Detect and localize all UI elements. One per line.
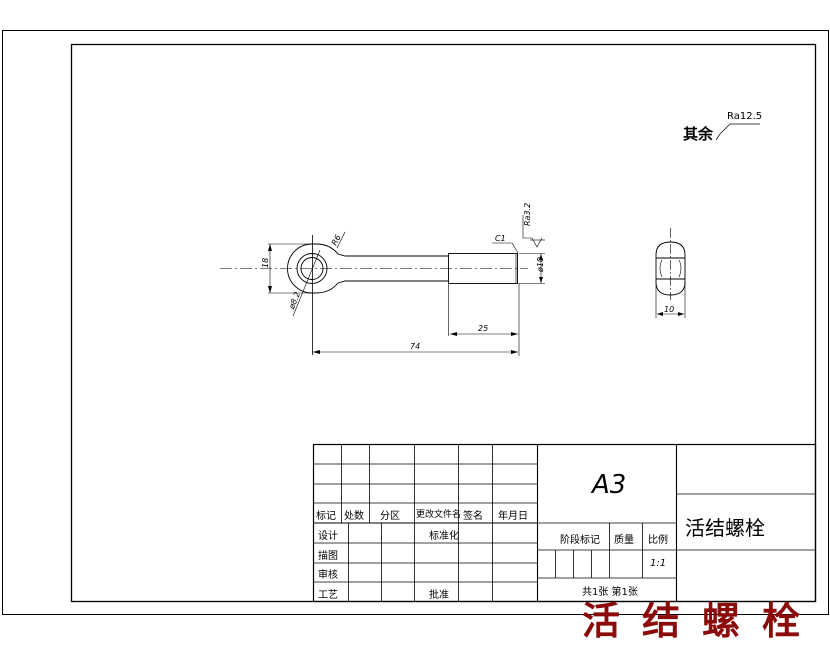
dim-hole-dia: ø8.2 — [287, 291, 302, 312]
surface-note-label: 其余 — [683, 125, 714, 143]
dim-fillet: R6 — [330, 233, 343, 247]
sheet-count: 共1张 第1张 — [582, 587, 638, 598]
standardization-label: 标准化 — [429, 531, 459, 542]
dim-thread-length: 25 — [478, 324, 488, 333]
sheet-size: A3 — [592, 470, 627, 500]
header-count: 处数 — [344, 511, 364, 522]
approval-label: 批准 — [429, 590, 449, 601]
dim-local-roughness: Ra3.2 — [523, 203, 532, 226]
dimension-texts: 18 ø8.2 R6 25 74 ø10 C1 Ra3.2 10 — [261, 203, 674, 351]
header-zone: 分区 — [380, 511, 400, 522]
surface-roughness-value: Ra12.5 — [727, 111, 763, 122]
header-date: 年月日 — [498, 511, 528, 522]
part-name: 活结螺栓 — [685, 516, 765, 540]
front-view — [220, 215, 545, 356]
header-change-doc: 更改文件名 — [416, 510, 462, 520]
roughness-symbol — [715, 123, 760, 141]
row-review: 审核 — [318, 570, 338, 581]
stage-label: 阶段标记 — [560, 535, 600, 546]
weight-label: 质量 — [614, 535, 634, 546]
scale-label: 比例 — [648, 535, 668, 546]
header-signature: 签名 — [463, 511, 483, 522]
dim-side-width: 10 — [664, 305, 674, 314]
dim-overall-length: 74 — [410, 342, 420, 351]
outer-border — [2, 30, 829, 615]
dim-eye-height: 18 — [261, 258, 270, 268]
scale-value: 1:1 — [650, 558, 667, 569]
side-arrows — [657, 312, 684, 316]
row-trace: 描图 — [318, 551, 338, 562]
dimension-arrows — [268, 244, 543, 354]
row-process: 工艺 — [318, 590, 338, 601]
row-design: 设计 — [318, 531, 338, 542]
side-view — [655, 228, 686, 318]
header-mark: 标记 — [316, 511, 336, 522]
dim-chamfer: C1 — [495, 234, 506, 243]
dim-thread-dia: ø10 — [536, 257, 545, 273]
watermark-text: 活结螺栓 — [582, 598, 823, 643]
title-block-grid — [312, 443, 817, 603]
